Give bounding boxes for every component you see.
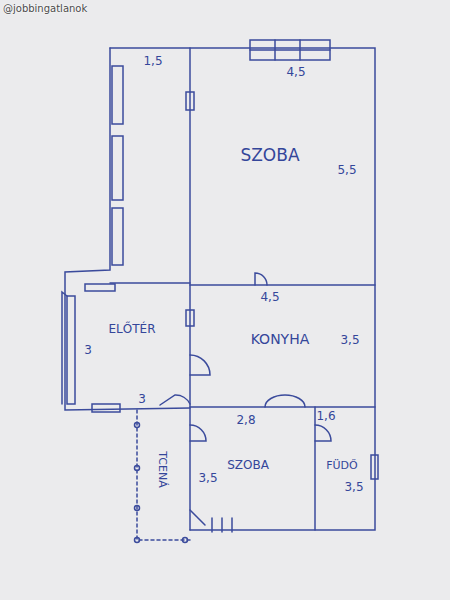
room-name: KONYHA [249,331,312,347]
stairs [190,510,232,532]
dimension: 1,6 [316,409,335,423]
post [135,466,140,471]
dimension: 3 [84,343,92,357]
room-name: TCENÁ [156,449,169,489]
window [112,136,123,200]
window [112,66,123,124]
dimension: 3,5 [344,480,363,494]
dimension: 4,5 [286,65,305,79]
dimension: 3 [138,392,146,406]
dimension: 4,5 [260,290,279,304]
dimension: 5,5 [337,163,356,177]
door [190,425,206,441]
dimension: 2,8 [236,413,255,427]
door [190,355,210,375]
room-label: KONYHA [249,331,312,347]
door [255,273,267,285]
window [250,40,330,60]
dimension: 3,5 [198,471,217,485]
post [135,506,140,511]
room-label: SZOBA [225,458,271,472]
window [92,404,120,412]
wall [65,48,190,410]
room-label: SZOBA [238,145,301,165]
wall [189,48,191,530]
window [85,284,115,291]
opening [186,92,194,110]
window [67,296,75,404]
terrace-edge [137,410,190,540]
wall [110,48,375,530]
wall [190,284,375,286]
room-name: SZOBA [238,145,301,165]
wall [110,282,190,284]
door [160,395,190,405]
dimension: 3,5 [340,333,359,347]
window [62,292,67,404]
room-name: FÜDŐ [324,459,360,472]
room-label: FÜDŐ [324,459,360,472]
wall [190,406,375,408]
door [315,425,331,441]
dimension: 1,5 [143,54,162,68]
opening [186,310,194,326]
watermark: @jobbingatlanok [3,3,87,14]
room-name: ELŐTÉR [107,322,158,336]
post [183,538,188,543]
window [371,455,378,479]
post [135,423,140,428]
window [250,40,330,60]
room-label: TCENÁ [156,449,169,489]
window [112,208,123,265]
door [265,395,305,407]
room-label: ELŐTÉR [107,322,158,336]
post [135,538,140,543]
room-name: SZOBA [225,458,271,472]
